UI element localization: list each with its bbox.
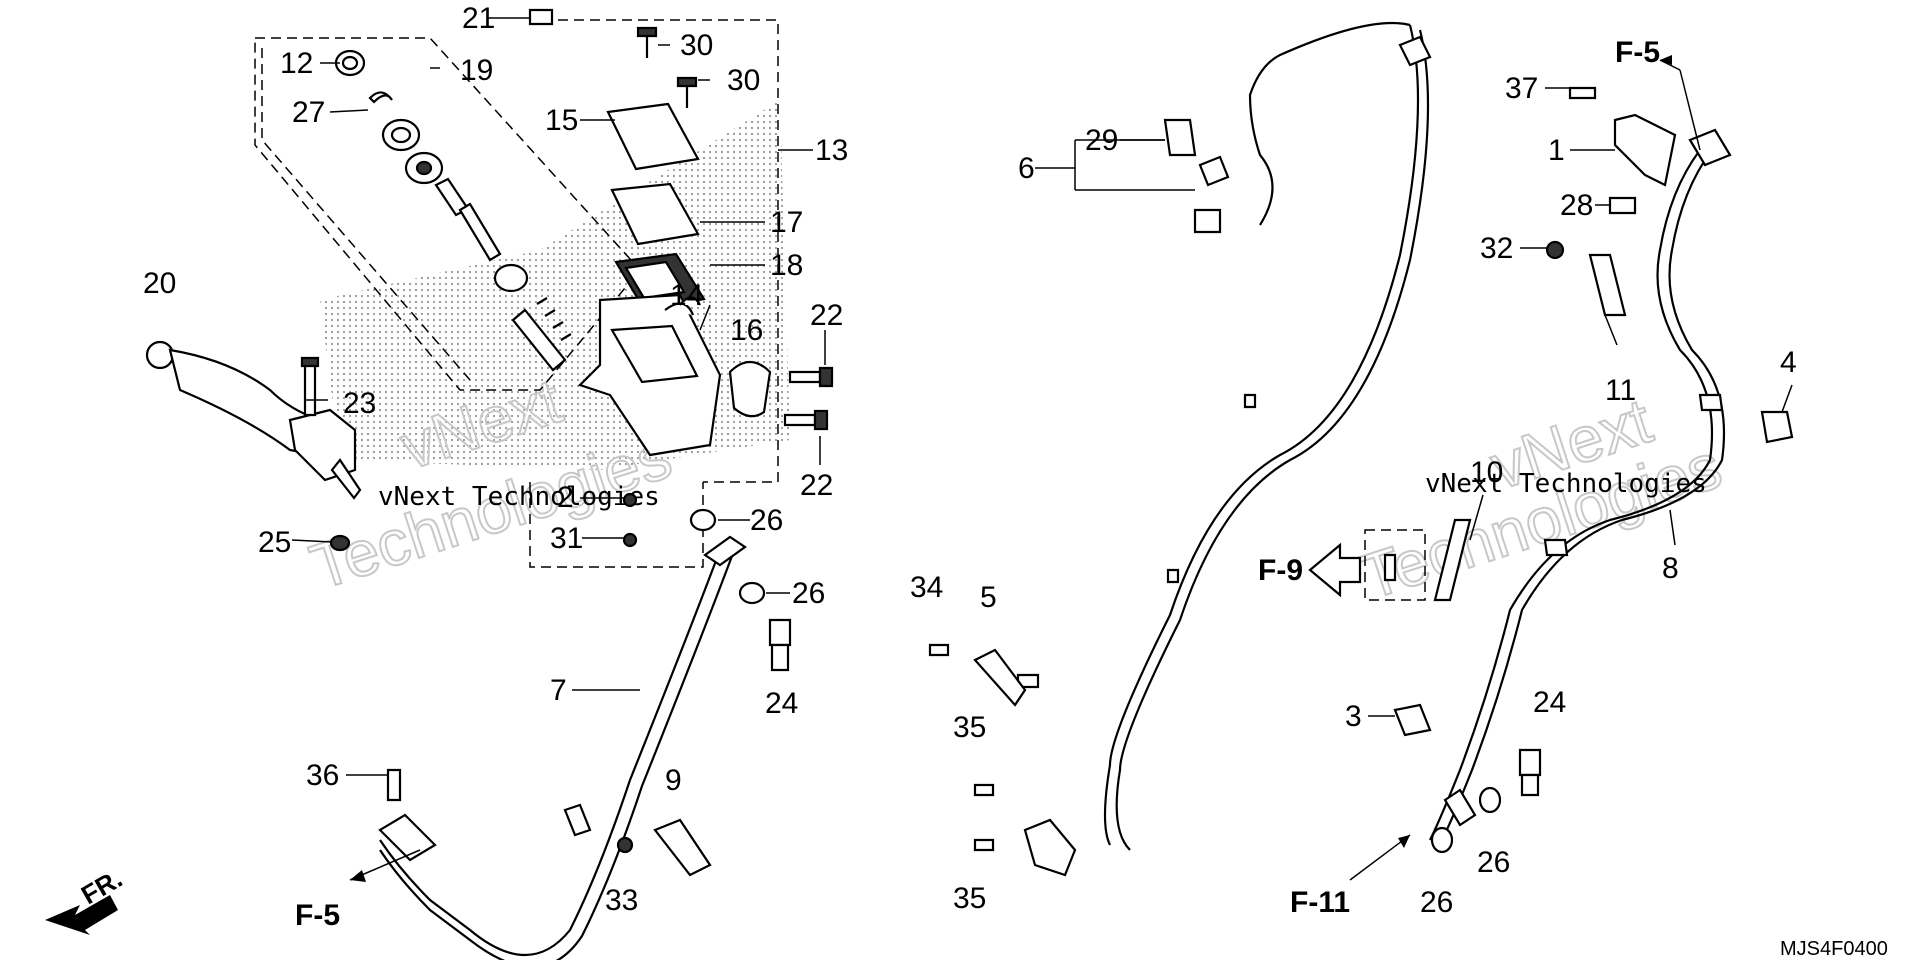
part-label-24-a: 24 bbox=[765, 687, 798, 720]
part-label-26-b: 26 bbox=[792, 577, 825, 610]
ref-label-f5-top: F-5 bbox=[1615, 36, 1660, 69]
master-cylinder-parts bbox=[334, 8, 834, 548]
part-label-5: 5 bbox=[980, 581, 997, 614]
part-label-36: 36 bbox=[306, 759, 339, 792]
part-label-7: 7 bbox=[550, 674, 567, 707]
part-label-9: 9 bbox=[665, 764, 682, 797]
part-label-10: 10 bbox=[1470, 456, 1503, 489]
part-label-4: 4 bbox=[1780, 346, 1797, 379]
part-label-35-a: 35 bbox=[953, 711, 986, 744]
part-label-2: 2 bbox=[557, 481, 574, 514]
part-label-12: 12 bbox=[280, 47, 313, 80]
part-label-11: 11 bbox=[1605, 374, 1636, 407]
part-label-26-a: 26 bbox=[750, 504, 783, 537]
watermark-text: vNext Technologies bbox=[378, 482, 660, 512]
part-label-29: 29 bbox=[1085, 124, 1118, 157]
watermark: vNext Technologies vNext Technologies vN… bbox=[301, 363, 1731, 614]
part-label-37: 37 bbox=[1505, 72, 1538, 105]
master-cylinder-group bbox=[254, 19, 813, 568]
brake-lever bbox=[145, 340, 362, 552]
part-label-15: 15 bbox=[545, 104, 578, 137]
part-label-31: 31 bbox=[550, 522, 583, 555]
part-label-26-d: 26 bbox=[1420, 886, 1453, 919]
front-marker-label: FR. bbox=[76, 863, 127, 910]
part-label-20: 20 bbox=[143, 267, 176, 300]
part-label-13: 13 bbox=[815, 134, 848, 167]
part-label-6: 6 bbox=[1018, 152, 1035, 185]
part-label-3: 3 bbox=[1345, 700, 1362, 733]
part-label-25: 25 bbox=[258, 526, 291, 559]
ref-label-f11: F-11 bbox=[1290, 886, 1350, 919]
part-label-8: 8 bbox=[1662, 552, 1679, 585]
part-label-28: 28 bbox=[1560, 189, 1593, 222]
diagram-code: MJS4F0400 bbox=[1780, 938, 1888, 960]
leader-lines bbox=[291, 17, 1793, 776]
part-labels: 21 12 19 27 30 30 15 13 17 18 14 16 22 2… bbox=[143, 2, 1797, 919]
brake-hose-7 bbox=[378, 508, 792, 960]
part-label-17: 17 bbox=[770, 206, 803, 239]
watermark-text-2: vNext Technologies bbox=[1425, 469, 1707, 499]
ref-label-f5-bottom: F-5 bbox=[295, 899, 340, 932]
brake-hose-8 bbox=[1364, 86, 1794, 854]
part-label-32: 32 bbox=[1480, 232, 1513, 265]
part-label-35-b: 35 bbox=[953, 882, 986, 915]
part-label-26-c: 26 bbox=[1477, 846, 1510, 879]
part-label-1: 1 bbox=[1548, 134, 1565, 167]
part-label-30-a: 30 bbox=[680, 29, 713, 62]
part-label-27: 27 bbox=[292, 96, 325, 129]
part-label-23: 23 bbox=[343, 387, 376, 420]
part-label-16: 16 bbox=[730, 314, 763, 347]
part-label-24-b: 24 bbox=[1533, 686, 1566, 719]
part-label-22-a: 22 bbox=[810, 299, 843, 332]
sensor-wire-6 bbox=[928, 21, 1432, 877]
part-label-21: 21 bbox=[462, 2, 495, 35]
reference-arrows bbox=[45, 55, 1701, 935]
part-label-30-b: 30 bbox=[727, 64, 760, 97]
ref-label-f9: F-9 bbox=[1258, 554, 1303, 587]
part-label-18: 18 bbox=[770, 249, 803, 282]
part-label-33: 33 bbox=[605, 884, 638, 917]
part-label-34: 34 bbox=[910, 571, 943, 604]
part-label-14: 14 bbox=[670, 279, 703, 312]
part-label-22-b: 22 bbox=[800, 469, 833, 502]
part-label-19: 19 bbox=[460, 54, 493, 87]
